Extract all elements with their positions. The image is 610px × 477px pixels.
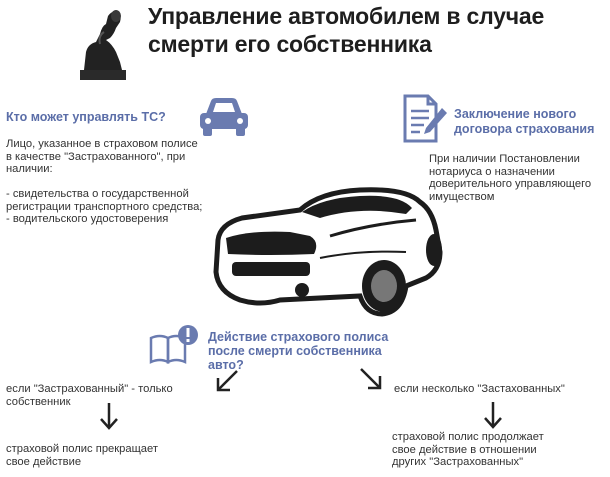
arrow-down-icon <box>98 401 120 431</box>
page-title: Управление автомобилем в случае смерти е… <box>148 3 545 57</box>
car-icon <box>198 96 250 138</box>
left-condition: если "Застрахованный" - только собственн… <box>6 383 173 408</box>
arrow-down-icon <box>482 400 504 430</box>
new-contract-text: При наличии Постановлении нотариуса о на… <box>429 153 592 203</box>
sports-car-illustration <box>210 180 446 322</box>
policy-effect-heading: Действие страхового полиса после смерти … <box>208 330 389 372</box>
who-can-drive-documents: - свидетельства о государственной регист… <box>6 188 203 225</box>
left-result: страховой полис прекращает свое действие <box>6 443 159 468</box>
book-alert-icon <box>148 324 200 366</box>
document-pen-icon <box>402 94 450 144</box>
arrow-down-left-icon <box>214 368 240 394</box>
who-can-drive-heading: Кто может управлять ТС? <box>6 110 166 124</box>
thinker-statue-icon <box>76 4 132 82</box>
right-condition: если несколько "Застахованных" <box>394 383 565 395</box>
who-can-drive-intro: Лицо, указанное в страховом полисе в кач… <box>6 138 198 175</box>
new-contract-heading: Заключение нового договора страхования <box>454 107 595 136</box>
arrow-down-right-icon <box>358 366 384 392</box>
right-result: страховой полис продолжает свое действие… <box>392 431 544 468</box>
